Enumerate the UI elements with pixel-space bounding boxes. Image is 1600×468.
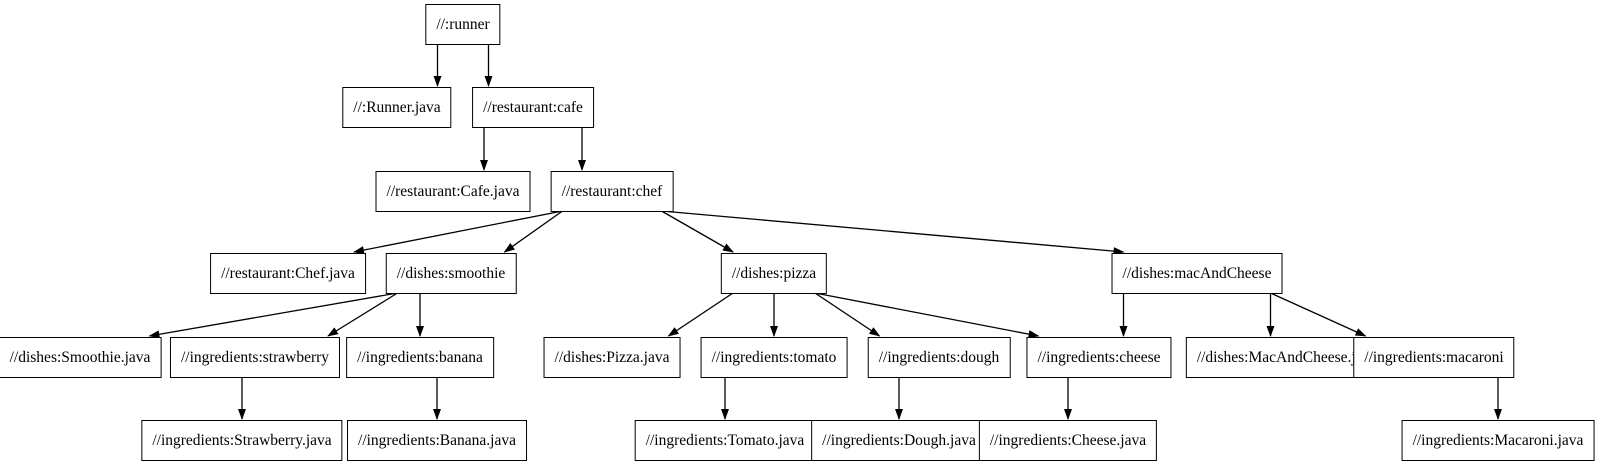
edge-smoothie-to-smoothie-java xyxy=(148,292,398,339)
edge-pizza-to-cheese xyxy=(814,292,1040,339)
node-runner-java: //:Runner.java xyxy=(342,87,452,128)
edge-pizza-to-dough xyxy=(814,292,881,337)
node-strawberry-java: //ingredients:Strawberry.java xyxy=(141,420,343,461)
node-chef-java: //restaurant:Chef.java xyxy=(210,253,366,294)
edge-chef-to-pizza xyxy=(661,210,734,253)
node-cheese-java: //ingredients:Cheese.java xyxy=(978,420,1158,461)
node-macaroni-java: //ingredients:Macaroni.java xyxy=(1401,420,1595,461)
node-dough: //ingredients:dough xyxy=(867,337,1011,378)
node-banana: //ingredients:banana xyxy=(346,337,494,378)
node-banana-java: //ingredients:Banana.java xyxy=(347,420,527,461)
node-cafe-java: //restaurant:Cafe.java xyxy=(375,171,531,212)
node-cheese: //ingredients:cheese xyxy=(1026,337,1172,378)
node-smoothie-java: //dishes:Smoothie.java xyxy=(0,337,162,378)
node-tomato: //ingredients:tomato xyxy=(700,337,848,378)
edge-mac-and-cheese-to-macaroni xyxy=(1270,292,1367,337)
edge-group xyxy=(148,44,1502,420)
node-cafe: //restaurant:cafe xyxy=(472,87,594,128)
node-strawberry: //ingredients:strawberry xyxy=(169,337,341,378)
edge-pizza-to-pizza-java xyxy=(667,292,734,337)
node-smoothie: //dishes:smoothie xyxy=(385,253,517,294)
node-tomato-java: //ingredients:Tomato.java xyxy=(634,420,816,461)
edge-chef-to-mac-and-cheese xyxy=(661,210,1125,256)
node-pizza-java: //dishes:Pizza.java xyxy=(543,337,681,378)
node-macaroni: //ingredients:macaroni xyxy=(1353,337,1515,378)
node-mac-and-cheese: //dishes:macAndCheese xyxy=(1111,253,1283,294)
node-dough-java: //ingredients:Dough.java xyxy=(811,420,987,461)
edge-chef-to-chef-java xyxy=(353,210,563,254)
node-chef: //restaurant:chef xyxy=(550,171,674,212)
node-pizza: //dishes:pizza xyxy=(720,253,828,294)
node-runner: //:runner xyxy=(425,4,501,45)
edge-smoothie-to-strawberry xyxy=(327,292,398,337)
edge-chef-to-smoothie xyxy=(503,210,563,253)
